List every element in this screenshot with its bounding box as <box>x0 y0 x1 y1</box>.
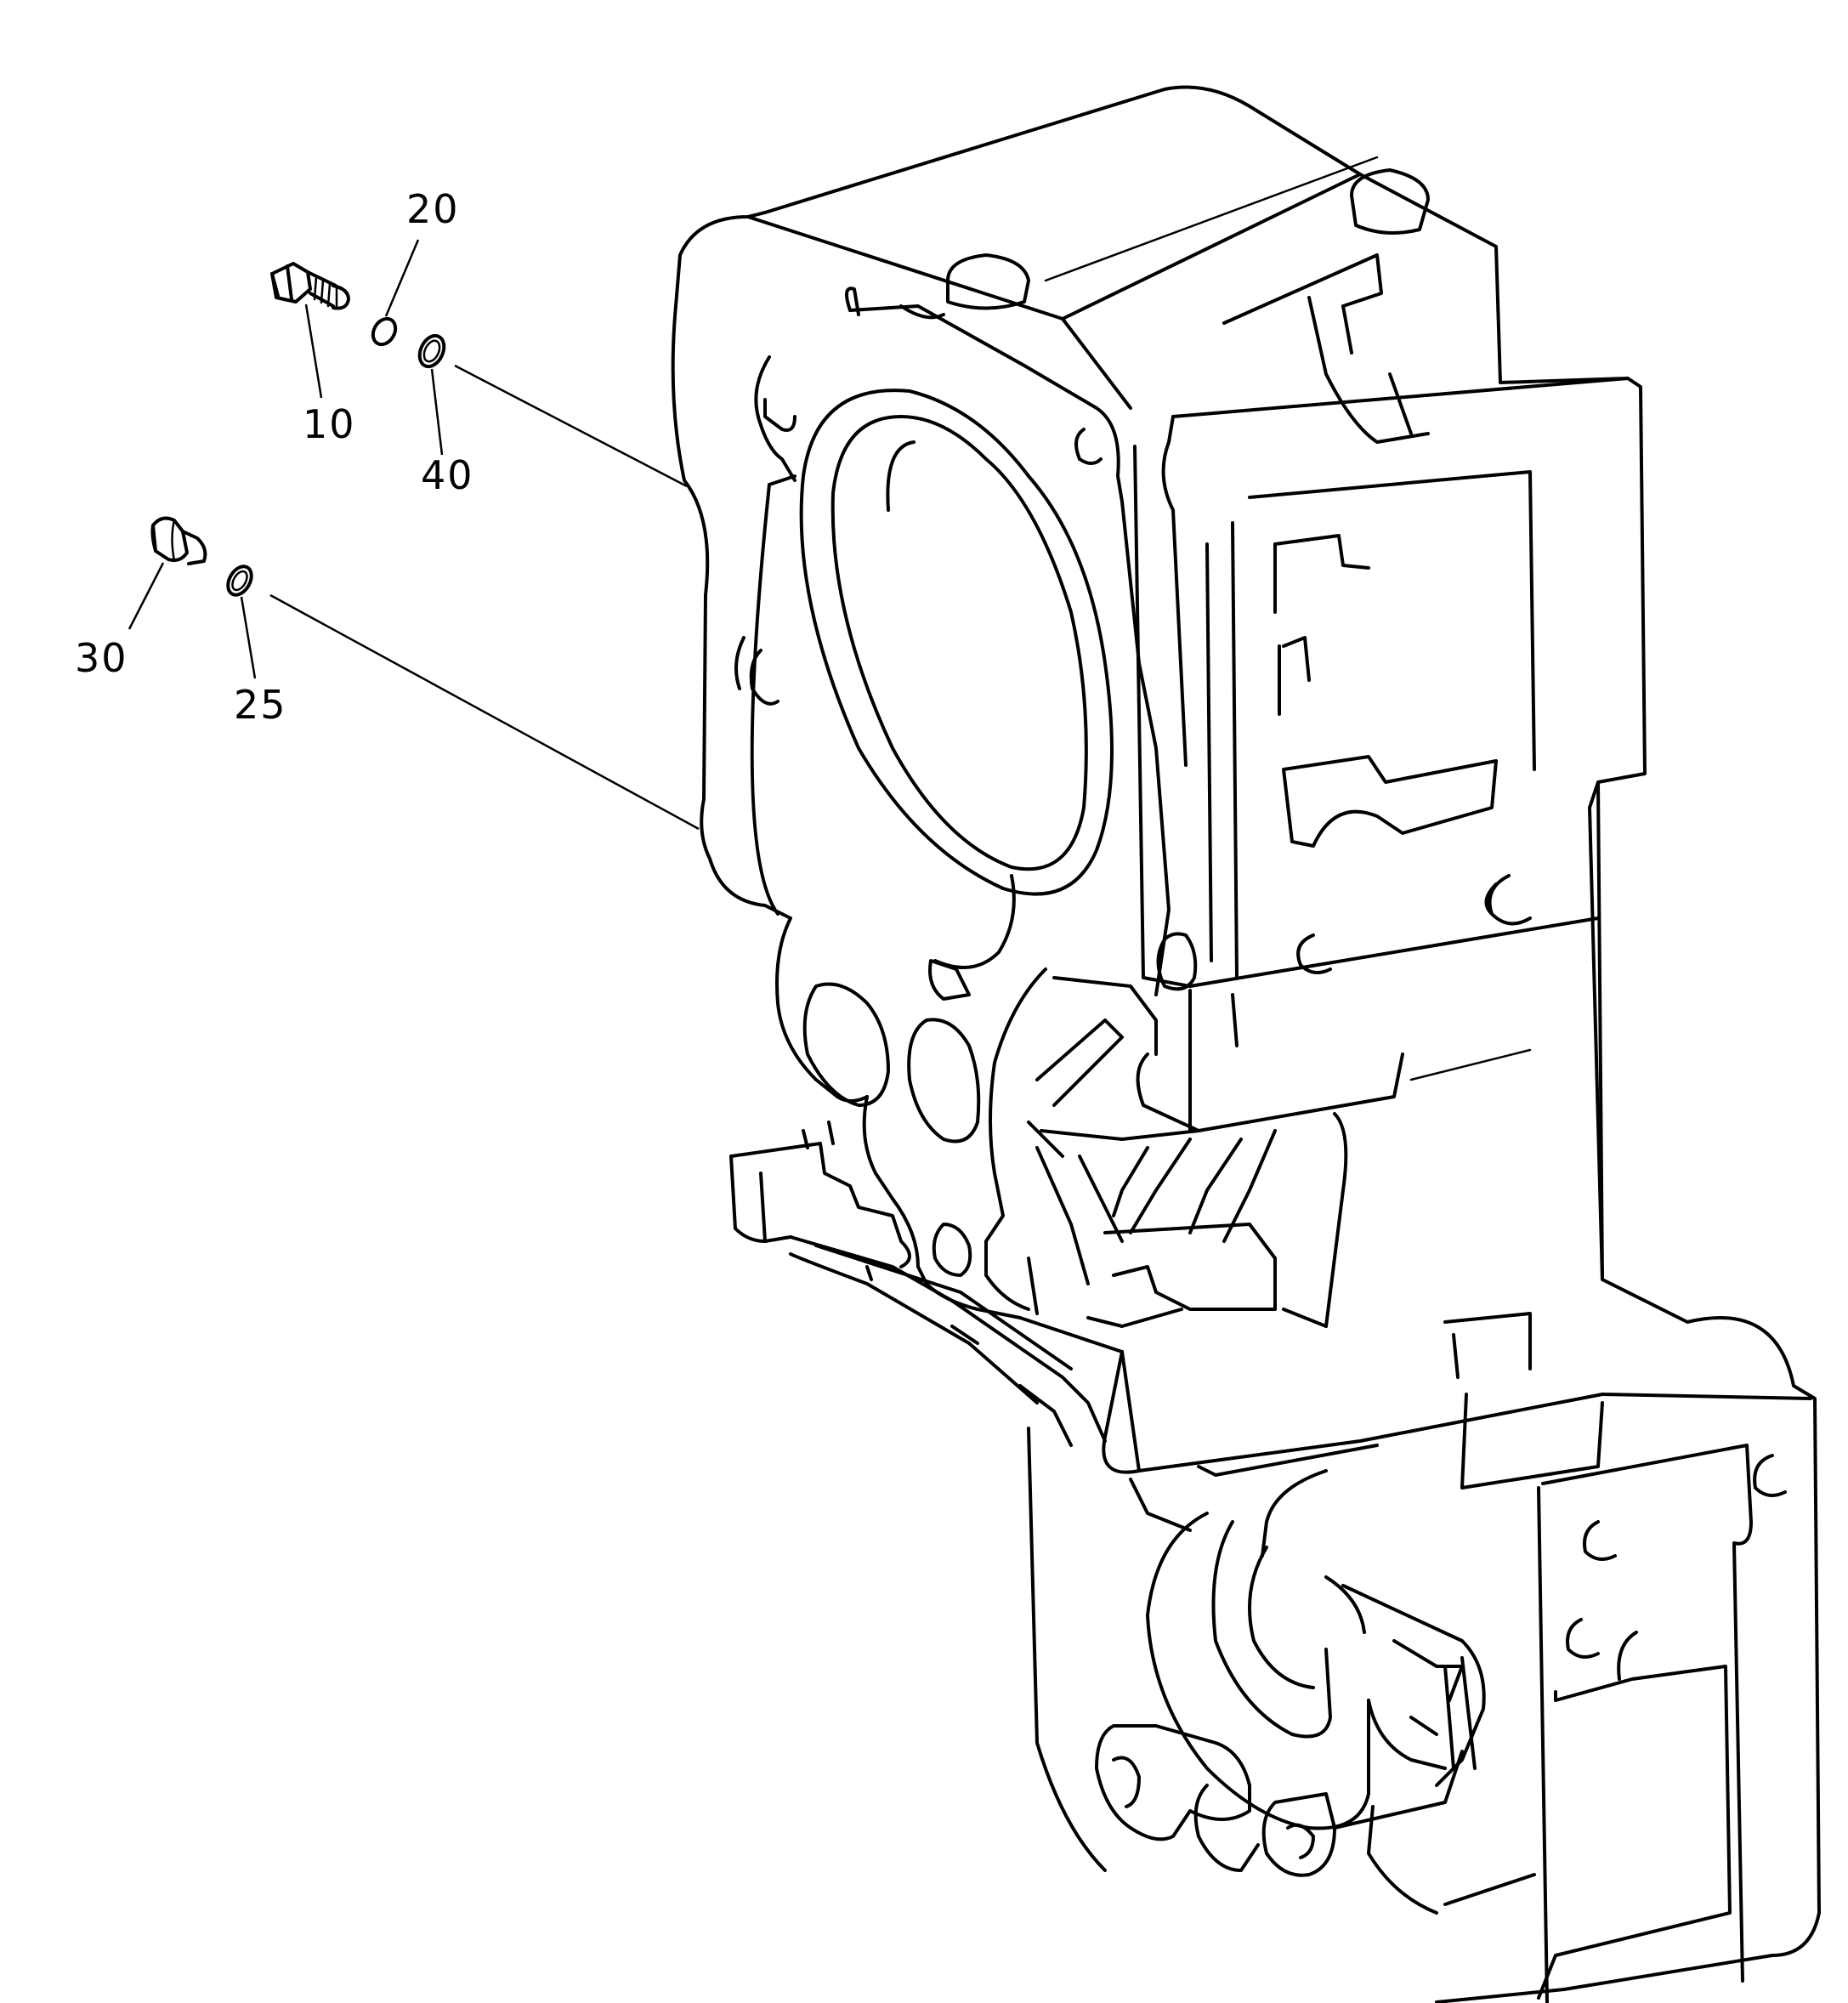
washer-icon <box>371 316 398 347</box>
housing-ribs <box>729 976 1348 1447</box>
bearing-bore-flange <box>734 287 1198 1353</box>
callout-25: 25 <box>234 682 287 728</box>
leader-10 <box>304 304 323 399</box>
bolt-icon <box>270 262 350 310</box>
callout-30: 30 <box>75 635 128 681</box>
o-ring-icon <box>417 333 446 369</box>
leader-lines <box>269 364 700 831</box>
leader-30 <box>128 562 165 630</box>
o-ring-icon <box>226 565 253 597</box>
plug-icon <box>150 516 207 565</box>
transmission-housing <box>671 85 1821 2003</box>
callout-10: 10 <box>303 401 356 447</box>
leader-40 <box>430 368 444 456</box>
leader-25 <box>240 596 257 679</box>
callout-20: 20 <box>406 186 460 232</box>
callout-40: 40 <box>421 452 474 498</box>
leader-20 <box>384 239 420 317</box>
